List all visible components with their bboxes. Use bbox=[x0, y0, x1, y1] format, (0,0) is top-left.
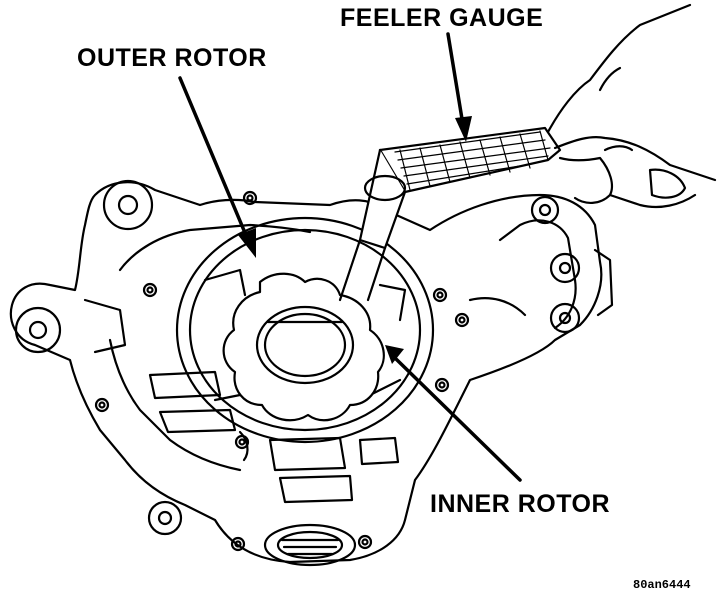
figure-code: 80an6444 bbox=[633, 578, 691, 592]
outer-rotor-arrowhead bbox=[238, 228, 256, 258]
outer-rotor-arrow bbox=[178, 76, 250, 242]
bolt-holes bbox=[94, 190, 470, 552]
inner-rotor bbox=[222, 272, 385, 422]
feeler-gauge-arrowhead bbox=[455, 116, 472, 142]
feeler-gauge bbox=[338, 126, 562, 302]
inner-rotor-arrow bbox=[393, 356, 522, 482]
feeler-gauge-arrow bbox=[446, 32, 465, 127]
feeler-gauge-label: FEELER GAUGE bbox=[340, 4, 544, 32]
outer-rotor-label: OUTER ROTOR bbox=[77, 44, 267, 72]
leader-arrows bbox=[178, 32, 522, 482]
outer-rotor bbox=[175, 216, 435, 444]
inner-rotor-label: INNER ROTOR bbox=[430, 490, 611, 518]
mounting-bosses bbox=[14, 179, 581, 536]
inner-rotor-arrowhead bbox=[385, 345, 404, 364]
pump-housing bbox=[9, 181, 614, 567]
hand bbox=[546, 3, 717, 209]
